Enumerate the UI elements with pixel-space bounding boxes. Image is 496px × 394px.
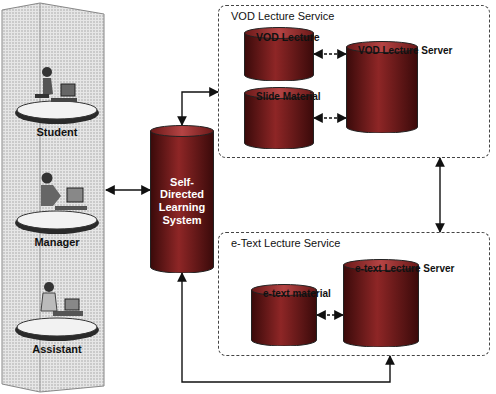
role-label: Student xyxy=(8,126,106,138)
platform-base xyxy=(15,319,99,341)
group-heading: e-Text Lecture Service xyxy=(231,237,340,249)
database-cylinder: e-text material xyxy=(251,284,317,346)
user-node: Student xyxy=(8,55,106,140)
connector-arrow xyxy=(439,158,440,232)
chair xyxy=(35,94,49,98)
node-label: Self-Directed Learning System xyxy=(153,176,211,227)
desk xyxy=(51,98,77,102)
body xyxy=(41,293,57,311)
body xyxy=(41,185,61,206)
laptop xyxy=(61,84,75,96)
node-label: VOD Lecture xyxy=(256,31,320,43)
database-cylinder: Self-Directed Learning System xyxy=(150,125,214,273)
node-label: e-text Lecture Server xyxy=(355,263,455,275)
user-node: Manager xyxy=(8,158,106,250)
role-label: Assistant xyxy=(8,343,106,355)
user-illustration xyxy=(8,260,106,357)
user-node: Assistant xyxy=(8,260,106,357)
connector-arrow xyxy=(314,117,346,118)
database-cylinder: VOD Lecture xyxy=(244,27,314,81)
role-label: Manager xyxy=(8,236,106,248)
cylinder-body xyxy=(347,47,418,133)
connector-arrow xyxy=(106,189,150,190)
connector-arrow xyxy=(182,92,218,125)
platform-top xyxy=(17,101,97,119)
group-heading: VOD Lecture Service xyxy=(231,10,334,22)
node-label: e-text material xyxy=(263,288,331,300)
desk xyxy=(55,206,87,210)
cylinder-top xyxy=(151,126,214,137)
database-cylinder: Slide Material xyxy=(244,87,314,149)
platform-base xyxy=(15,102,99,124)
head xyxy=(42,67,52,77)
head xyxy=(44,282,54,292)
connector-arrow xyxy=(317,314,343,315)
server-cylinder: VOD Lecture Server xyxy=(346,41,418,133)
monitor xyxy=(65,299,79,310)
service-group: e-Text Lecture Servicee-text materiale-t… xyxy=(218,232,490,356)
connector-arrow xyxy=(314,53,346,54)
platform-top xyxy=(17,318,97,336)
cylinder-body xyxy=(344,265,419,347)
desk xyxy=(53,311,83,316)
monitor xyxy=(67,188,83,202)
head xyxy=(42,173,53,184)
body xyxy=(43,78,53,96)
node-label: Slide Material xyxy=(256,91,320,103)
platform-base xyxy=(15,212,99,234)
cylinder-body xyxy=(151,131,214,273)
node-label: VOD Lecture Server xyxy=(358,45,453,57)
service-group: VOD Lecture ServiceVOD LectureSlide Mate… xyxy=(218,5,490,158)
platform-top xyxy=(17,211,97,229)
server-cylinder: e-text Lecture Server xyxy=(343,259,419,347)
